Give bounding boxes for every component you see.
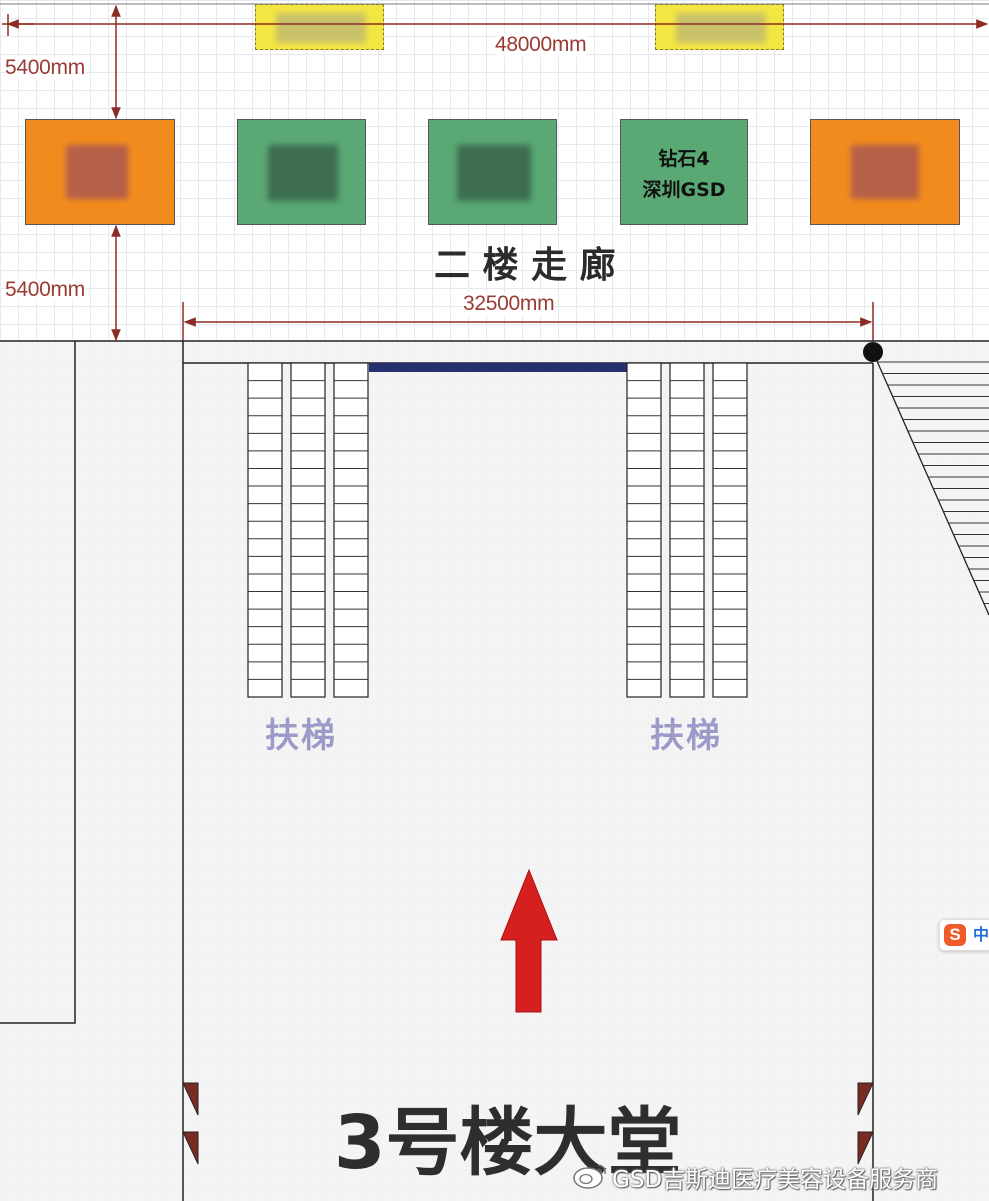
ime-mode-text: 中 bbox=[973, 925, 989, 944]
corridor-label: 二 楼 走 廊 bbox=[434, 245, 616, 286]
booth-5 bbox=[810, 119, 960, 225]
escalator-lane bbox=[669, 362, 705, 698]
direction-arrow bbox=[500, 868, 558, 1013]
booth-gsd: 钻石4 深圳GSD bbox=[620, 119, 748, 225]
top-booth-right bbox=[655, 4, 784, 50]
booth-1 bbox=[25, 119, 175, 225]
stair-stringer bbox=[872, 351, 989, 616]
booth-3 bbox=[428, 119, 557, 225]
escalator-lane bbox=[333, 362, 369, 698]
escalator-lane bbox=[712, 362, 748, 698]
escalator-lane bbox=[247, 362, 283, 698]
dim-label-lobby-width: 32500mm bbox=[463, 292, 555, 316]
staircase bbox=[872, 351, 989, 616]
railing bbox=[369, 363, 627, 372]
lobby-label: 3号楼大堂 bbox=[334, 1100, 682, 1186]
dim-label-bottom-gap: 5400mm bbox=[5, 278, 85, 302]
booth-gsd-line-2: 深圳GSD bbox=[642, 179, 726, 201]
escalators bbox=[247, 362, 748, 698]
escalator-label-left: 扶梯 bbox=[265, 716, 337, 756]
watermark: GSD吉斯迪医疗美容设备服务商 bbox=[612, 1167, 939, 1193]
escalator-label-right: 扶梯 bbox=[650, 716, 722, 756]
weibo-icon bbox=[571, 1160, 609, 1190]
escalator-lane bbox=[290, 362, 326, 698]
door-markers bbox=[182, 1082, 874, 1165]
corner-dot bbox=[863, 342, 883, 362]
dim-label-overall-width: 48000mm bbox=[495, 33, 587, 57]
booth-2 bbox=[237, 119, 366, 225]
ime-badge[interactable]: S 中 bbox=[939, 919, 989, 951]
escalator-lane bbox=[626, 362, 662, 698]
dim-label-top-gap: 5400mm bbox=[5, 56, 85, 80]
top-booth-left bbox=[255, 4, 384, 50]
sogou-logo-icon: S bbox=[944, 924, 966, 946]
booth-gsd-line-1: 钻石4 bbox=[658, 148, 710, 170]
